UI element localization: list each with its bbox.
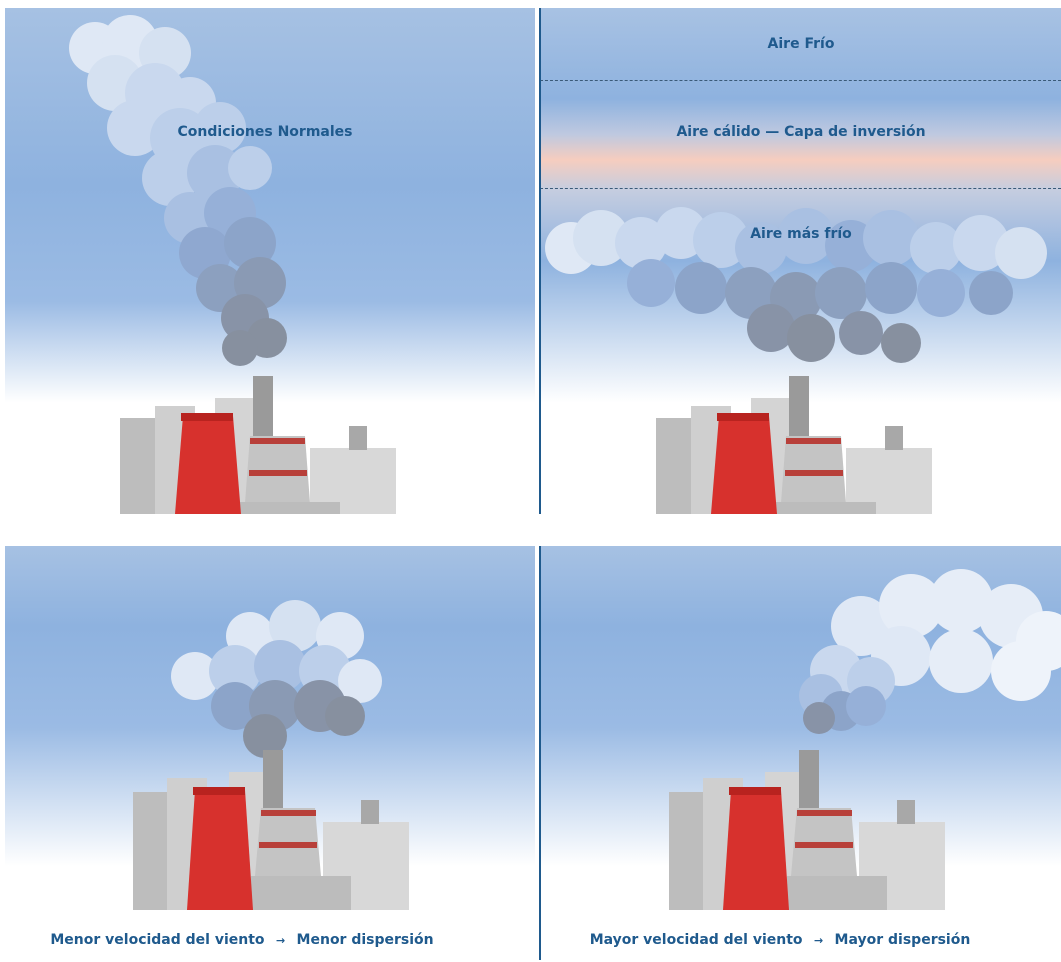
caption-low-wind: Menor velocidad del viento → Menor dispers…	[50, 932, 433, 948]
vertical-divider-top	[539, 8, 541, 514]
caption-low-wind-effect: Menor dispersión	[296, 932, 434, 948]
caption-low-wind-cause: Menor velocidad del viento	[50, 932, 265, 948]
low-wind-scene	[5, 546, 535, 910]
label-normal-conditions: Condiciones Normales	[177, 124, 353, 140]
normal-scene	[5, 8, 535, 514]
panel-low-wind	[5, 546, 535, 910]
smoke-plume-vertical	[69, 15, 287, 366]
panel-high-wind	[541, 546, 1061, 910]
label-warm-inversion-layer: Aire cálido — Capa de inversión	[676, 124, 926, 140]
caption-high-wind-cause: Mayor velocidad del viento	[589, 932, 803, 948]
vertical-divider-bottom	[539, 546, 541, 960]
inversion-boundary-upper	[540, 80, 1061, 81]
caption-high-wind: Mayor velocidad del viento → Mayor dispers…	[590, 932, 971, 948]
label-cold-air: Aire Frío	[767, 36, 835, 52]
caption-high-wind-effect: Mayor dispersión	[834, 932, 971, 948]
arrow-right-icon: →	[275, 934, 286, 947]
smoke-cloud-high-dispersion	[799, 569, 1061, 734]
smoke-trapped	[545, 207, 1047, 363]
panel-normal-conditions: Condiciones Normales	[5, 8, 535, 514]
power-plant	[120, 376, 396, 514]
inversion-scene	[541, 8, 1061, 514]
power-plant	[669, 750, 945, 910]
high-wind-scene	[541, 546, 1061, 910]
arrow-right-icon: →	[813, 934, 824, 947]
inversion-boundary-lower	[540, 188, 1061, 189]
power-plant	[133, 750, 409, 910]
label-colder-air: Aire más frío	[750, 226, 852, 242]
smoke-cloud-low-dispersion	[171, 600, 382, 758]
panel-inversion: Aire Frío Aire cálido — Capa de inversió…	[541, 8, 1061, 514]
power-plant	[656, 376, 932, 514]
